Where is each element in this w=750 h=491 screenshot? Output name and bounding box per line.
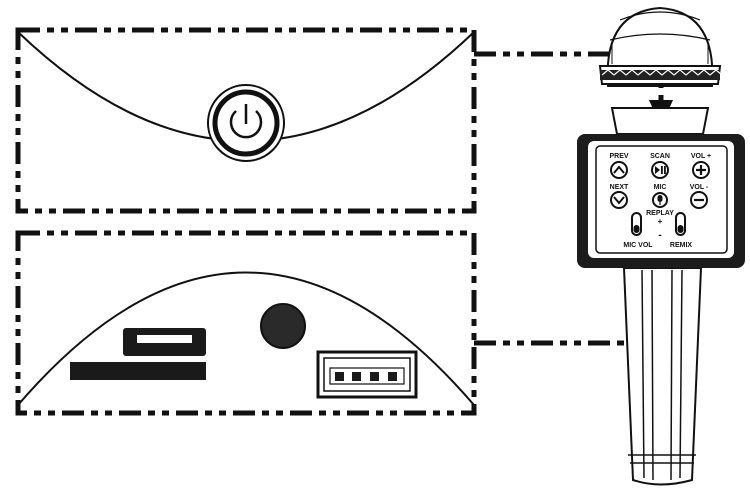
mic-button[interactable]: MIC [652, 184, 668, 208]
ports-detail-frame [15, 230, 477, 416]
plus-sign: + [658, 217, 663, 226]
power-icon [229, 104, 263, 139]
vol-down-button[interactable]: VOL - [690, 184, 709, 209]
power-button[interactable] [207, 84, 285, 162]
power-detail-panel [15, 27, 477, 214]
chevron-down-icon [613, 196, 625, 205]
usb-port-icon[interactable] [316, 350, 418, 399]
scan-label: SCAN [650, 153, 670, 160]
vol-down-label: VOL - [690, 184, 709, 191]
micro-usb-port-icon[interactable] [123, 328, 206, 356]
microphone-neck [610, 107, 710, 135]
remix-slider[interactable] [675, 212, 686, 236]
minus-sign: - [658, 230, 661, 241]
replay-label: REPLAY [646, 210, 674, 217]
audio-jack-icon[interactable] [260, 303, 306, 349]
play-pause-icon [655, 166, 666, 174]
microphone-ring [598, 65, 723, 85]
tf-card-slot-icon[interactable] [70, 362, 206, 380]
ports-detail-panel [15, 230, 477, 416]
next-label: NEXT [610, 184, 629, 191]
plus-icon [696, 165, 706, 175]
mic-label: MIC [654, 184, 667, 191]
microphone: PREV SCAN VOL + NEXT [577, 6, 745, 486]
ports-detail-dome [17, 271, 475, 406]
chevron-up-icon [613, 165, 625, 174]
vol-up-button[interactable]: VOL + [691, 153, 711, 179]
next-button[interactable]: NEXT [610, 184, 629, 209]
mic-vol-label: MIC VOL [623, 242, 653, 249]
remix-label: REMIX [670, 242, 693, 249]
mic-icon [657, 195, 663, 205]
scan-button[interactable]: SCAN [650, 153, 670, 179]
power-detail-frame [15, 27, 477, 214]
vol-up-label: VOL + [691, 153, 711, 160]
microphone-handle [622, 267, 703, 486]
prev-label: PREV [609, 153, 628, 160]
prev-button[interactable]: PREV [609, 153, 629, 179]
mic-vol-slider[interactable] [631, 212, 642, 236]
